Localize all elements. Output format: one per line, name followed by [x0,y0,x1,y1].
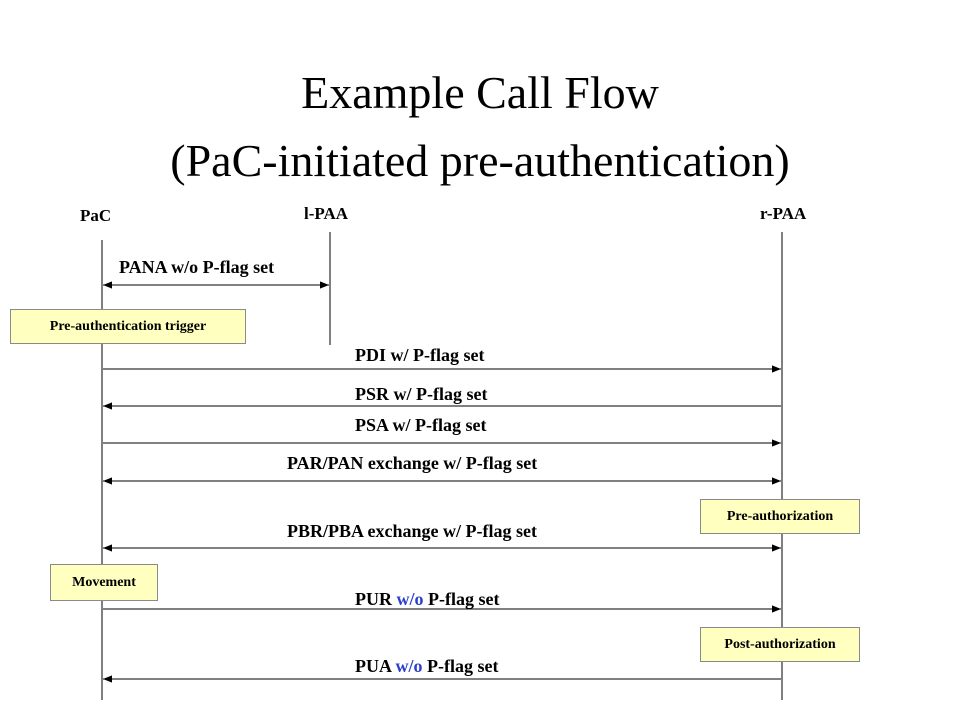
msg-pua-suffix: P-flag set [422,656,499,676]
msg-psa-label: PSA w/ P-flag set [355,415,487,435]
msg-pua-prefix: PUA [355,656,396,676]
msg-pdi-label: PDI w/ P-flag set [355,345,485,365]
msg-pur-highlight: w/o [396,589,424,609]
note-pre-authentication-trigger: Pre-authentication trigger [10,309,246,344]
msg-pua-highlight: w/o [395,656,423,676]
msg-psr-label: PSR w/ P-flag set [355,384,488,404]
title-line-2: (PaC-initiated pre-authentication) [170,135,790,186]
note-post-authorization: Post-authorization [700,627,860,662]
title-line-1: Example Call Flow [301,67,659,118]
msg-pana-label: PANA w/o P-flag set [119,257,275,277]
note-pre-authorization: Pre-authorization [700,499,860,534]
actor-l-paa: l-PAA [304,204,349,223]
msg-pur-suffix: P-flag set [423,589,500,609]
actor-r-paa: r-PAA [760,204,807,223]
msg-pur-prefix: PUR [355,589,397,609]
msg-pur-label: PUR w/o P-flag set [355,589,499,610]
msg-par-pan-label: PAR/PAN exchange w/ P-flag set [287,453,538,473]
msg-pua-label: PUA w/o P-flag set [355,656,498,677]
msg-pbr-pba-label: PBR/PBA exchange w/ P-flag set [287,521,537,541]
note-movement: Movement [50,564,158,601]
actor-pac: PaC [80,206,112,225]
